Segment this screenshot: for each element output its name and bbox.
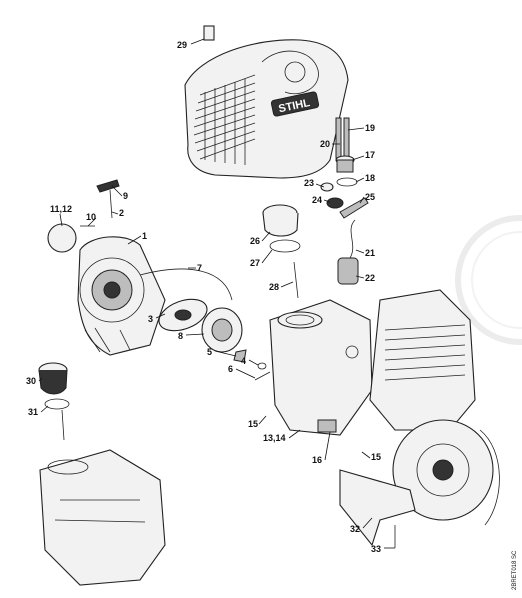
callout-19: 19 xyxy=(365,123,375,133)
callout-16: 16 xyxy=(312,455,322,465)
callout-2: 2 xyxy=(119,208,124,218)
callout-4: 4 xyxy=(241,356,246,366)
callout-11-12: 11,12 xyxy=(50,204,72,214)
callout-3: 3 xyxy=(148,314,153,324)
callout-labels: 29 19 20 17 18 23 24 25 26 27 21 22 28 1… xyxy=(26,40,381,554)
valve-part xyxy=(320,182,369,219)
callout-24: 24 xyxy=(312,195,322,205)
callout-20: 20 xyxy=(320,139,330,149)
fuel-tank-part xyxy=(269,299,373,436)
callout-15-left: 15 xyxy=(248,419,258,429)
callout-8: 8 xyxy=(178,331,183,341)
starter-housing-part xyxy=(47,179,233,356)
engine-cover-part: STIHL xyxy=(184,25,349,179)
callout-27: 27 xyxy=(250,258,260,268)
callout-17: 17 xyxy=(365,150,375,160)
callout-5: 5 xyxy=(207,347,212,357)
callout-32: 32 xyxy=(350,524,360,534)
callout-28: 28 xyxy=(269,282,279,292)
callout-21: 21 xyxy=(365,248,375,258)
callout-18: 18 xyxy=(365,173,375,183)
callout-33: 33 xyxy=(371,544,381,554)
callout-6: 6 xyxy=(228,364,233,374)
callout-26: 26 xyxy=(250,236,260,246)
callout-25: 25 xyxy=(365,192,375,202)
callout-31: 31 xyxy=(28,407,38,417)
callout-22: 22 xyxy=(365,273,375,283)
fuel-cap-part xyxy=(262,204,359,299)
callout-30: 30 xyxy=(26,376,36,386)
callout-10: 10 xyxy=(86,212,96,222)
drawing-code: 2BRET018 SC xyxy=(512,550,518,590)
callout-29: 29 xyxy=(177,40,187,50)
callout-7: 7 xyxy=(197,263,202,273)
callout-1: 1 xyxy=(142,231,147,241)
rope-rotor-part xyxy=(158,298,271,381)
callout-13-14: 13,14 xyxy=(263,433,286,443)
leader-lines xyxy=(38,38,395,549)
bracket-part xyxy=(339,469,416,548)
callout-23: 23 xyxy=(304,178,314,188)
engine-block-part xyxy=(369,289,500,526)
callout-15-right: 15 xyxy=(371,452,381,462)
lower-housing-part xyxy=(38,362,166,586)
callout-9: 9 xyxy=(123,191,128,201)
watermark xyxy=(455,215,522,345)
fuel-tubes-part xyxy=(335,117,358,187)
